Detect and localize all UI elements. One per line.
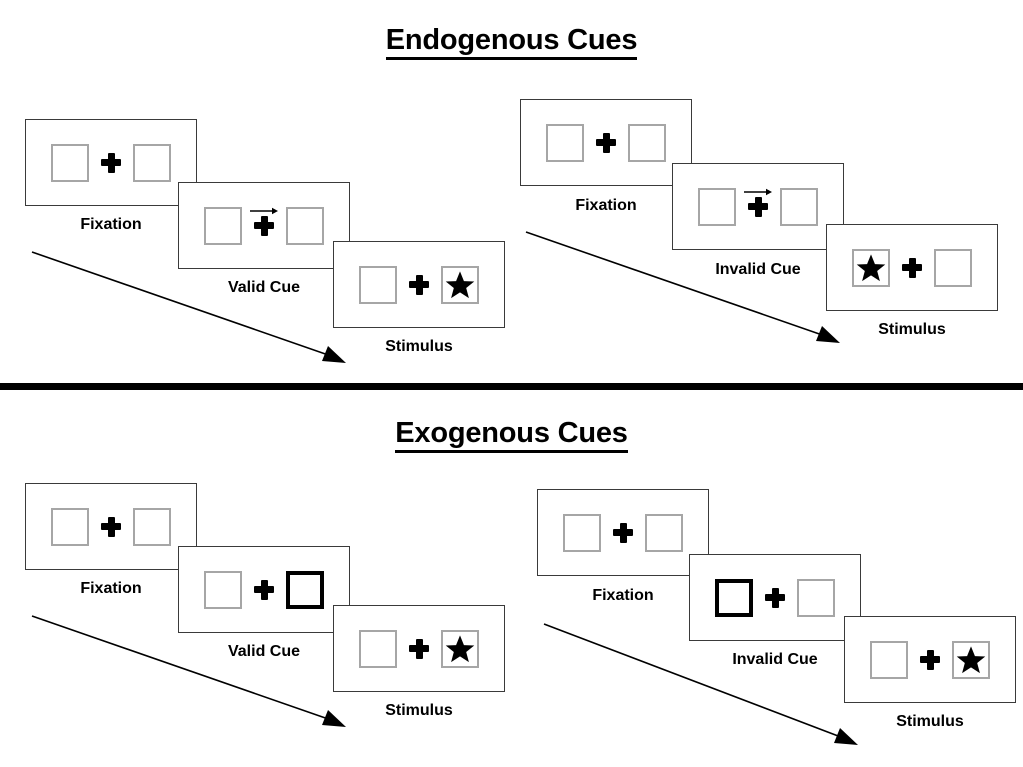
stage-label-endogenous-valid-cue: Valid Cue [227, 279, 301, 296]
fixation-cross-icon [242, 207, 286, 245]
placeholder-box-right [645, 513, 683, 552]
trial-frame-exogenous-invalid-stimulus [844, 616, 1016, 703]
stage-label-endogenous-invalid-stimulus: Stimulus [878, 321, 946, 338]
section-divider [0, 383, 1023, 390]
placeholder-box-right [797, 578, 835, 617]
trial-frame-exogenous-valid-fixation [25, 483, 197, 570]
placeholder-box-right [441, 629, 479, 668]
placeholder-box-right [133, 507, 171, 546]
trial-frame-exogenous-invalid-cue [689, 554, 861, 641]
trial-frame-endogenous-invalid-stimulus [826, 224, 998, 311]
section-title-endogenous-text: Endogenous Cues [385, 24, 637, 60]
placeholder-box-left [51, 507, 89, 546]
fixation-cross-icon [890, 249, 934, 287]
trial-frame-endogenous-invalid-fixation [520, 99, 692, 186]
fixation-cross-icon [753, 579, 797, 617]
fixation-cross-icon [601, 514, 645, 552]
placeholder-box-left [204, 570, 242, 609]
fixation-cross-icon [89, 508, 133, 546]
placeholder-box-left [51, 143, 89, 182]
placeholder-box-right [133, 143, 171, 182]
placeholder-box-right [934, 248, 972, 287]
trial-frame-endogenous-valid-fixation [25, 119, 197, 206]
placeholder-box-left [204, 206, 242, 245]
fixation-cross-icon [397, 630, 441, 668]
trial-frame-exogenous-valid-cue [178, 546, 350, 633]
stage-label-endogenous-invalid-fixation: Fixation [575, 197, 637, 214]
placeholder-box-right [628, 123, 666, 162]
cue-arrow-right-icon [250, 207, 278, 214]
fixation-cross-icon [397, 266, 441, 304]
placeholder-box-left [852, 248, 890, 287]
trial-frame-exogenous-invalid-fixation [537, 489, 709, 576]
stage-label-exogenous-invalid-cue: Invalid Cue [732, 651, 818, 668]
trial-frame-exogenous-valid-stimulus [333, 605, 505, 692]
star-stimulus-icon [856, 253, 886, 281]
placeholder-box-right-cued [286, 570, 324, 609]
trial-frame-endogenous-valid-cue [178, 182, 350, 269]
section-title-exogenous-text: Exogenous Cues [395, 417, 628, 453]
fixation-cross-icon [89, 144, 133, 182]
placeholder-box-right [952, 640, 990, 679]
stage-label-exogenous-valid-cue: Valid Cue [227, 643, 301, 660]
trial-frame-endogenous-invalid-cue [672, 163, 844, 250]
placeholder-box-left [546, 123, 584, 162]
star-stimulus-icon [956, 645, 986, 673]
placeholder-box-left [359, 265, 397, 304]
fixation-cross-icon [584, 124, 628, 162]
stage-label-exogenous-invalid-stimulus: Stimulus [896, 713, 964, 730]
fixation-cross-icon [736, 188, 780, 226]
placeholder-box-left [870, 640, 908, 679]
placeholder-box-left [698, 187, 736, 226]
stage-label-exogenous-valid-stimulus: Stimulus [385, 702, 453, 719]
cue-arrow-right-icon [744, 188, 772, 195]
fixation-cross-icon [242, 571, 286, 609]
placeholder-box-left-cued [715, 578, 753, 617]
placeholder-box-right [441, 265, 479, 304]
trial-frame-endogenous-valid-stimulus [333, 241, 505, 328]
stage-label-endogenous-valid-fixation: Fixation [80, 216, 142, 233]
placeholder-box-right [780, 187, 818, 226]
stage-label-endogenous-valid-stimulus: Stimulus [385, 338, 453, 355]
stage-label-exogenous-invalid-fixation: Fixation [592, 587, 654, 604]
fixation-cross-icon [908, 641, 952, 679]
placeholder-box-left [563, 513, 601, 552]
placeholder-box-right [286, 206, 324, 245]
section-title-exogenous: Exogenous Cues [0, 417, 1023, 453]
star-stimulus-icon [445, 634, 475, 662]
placeholder-box-left [359, 629, 397, 668]
section-title-endogenous: Endogenous Cues [0, 24, 1023, 60]
stage-label-exogenous-valid-fixation: Fixation [80, 580, 142, 597]
star-stimulus-icon [445, 270, 475, 298]
stage-label-endogenous-invalid-cue: Invalid Cue [715, 261, 801, 278]
